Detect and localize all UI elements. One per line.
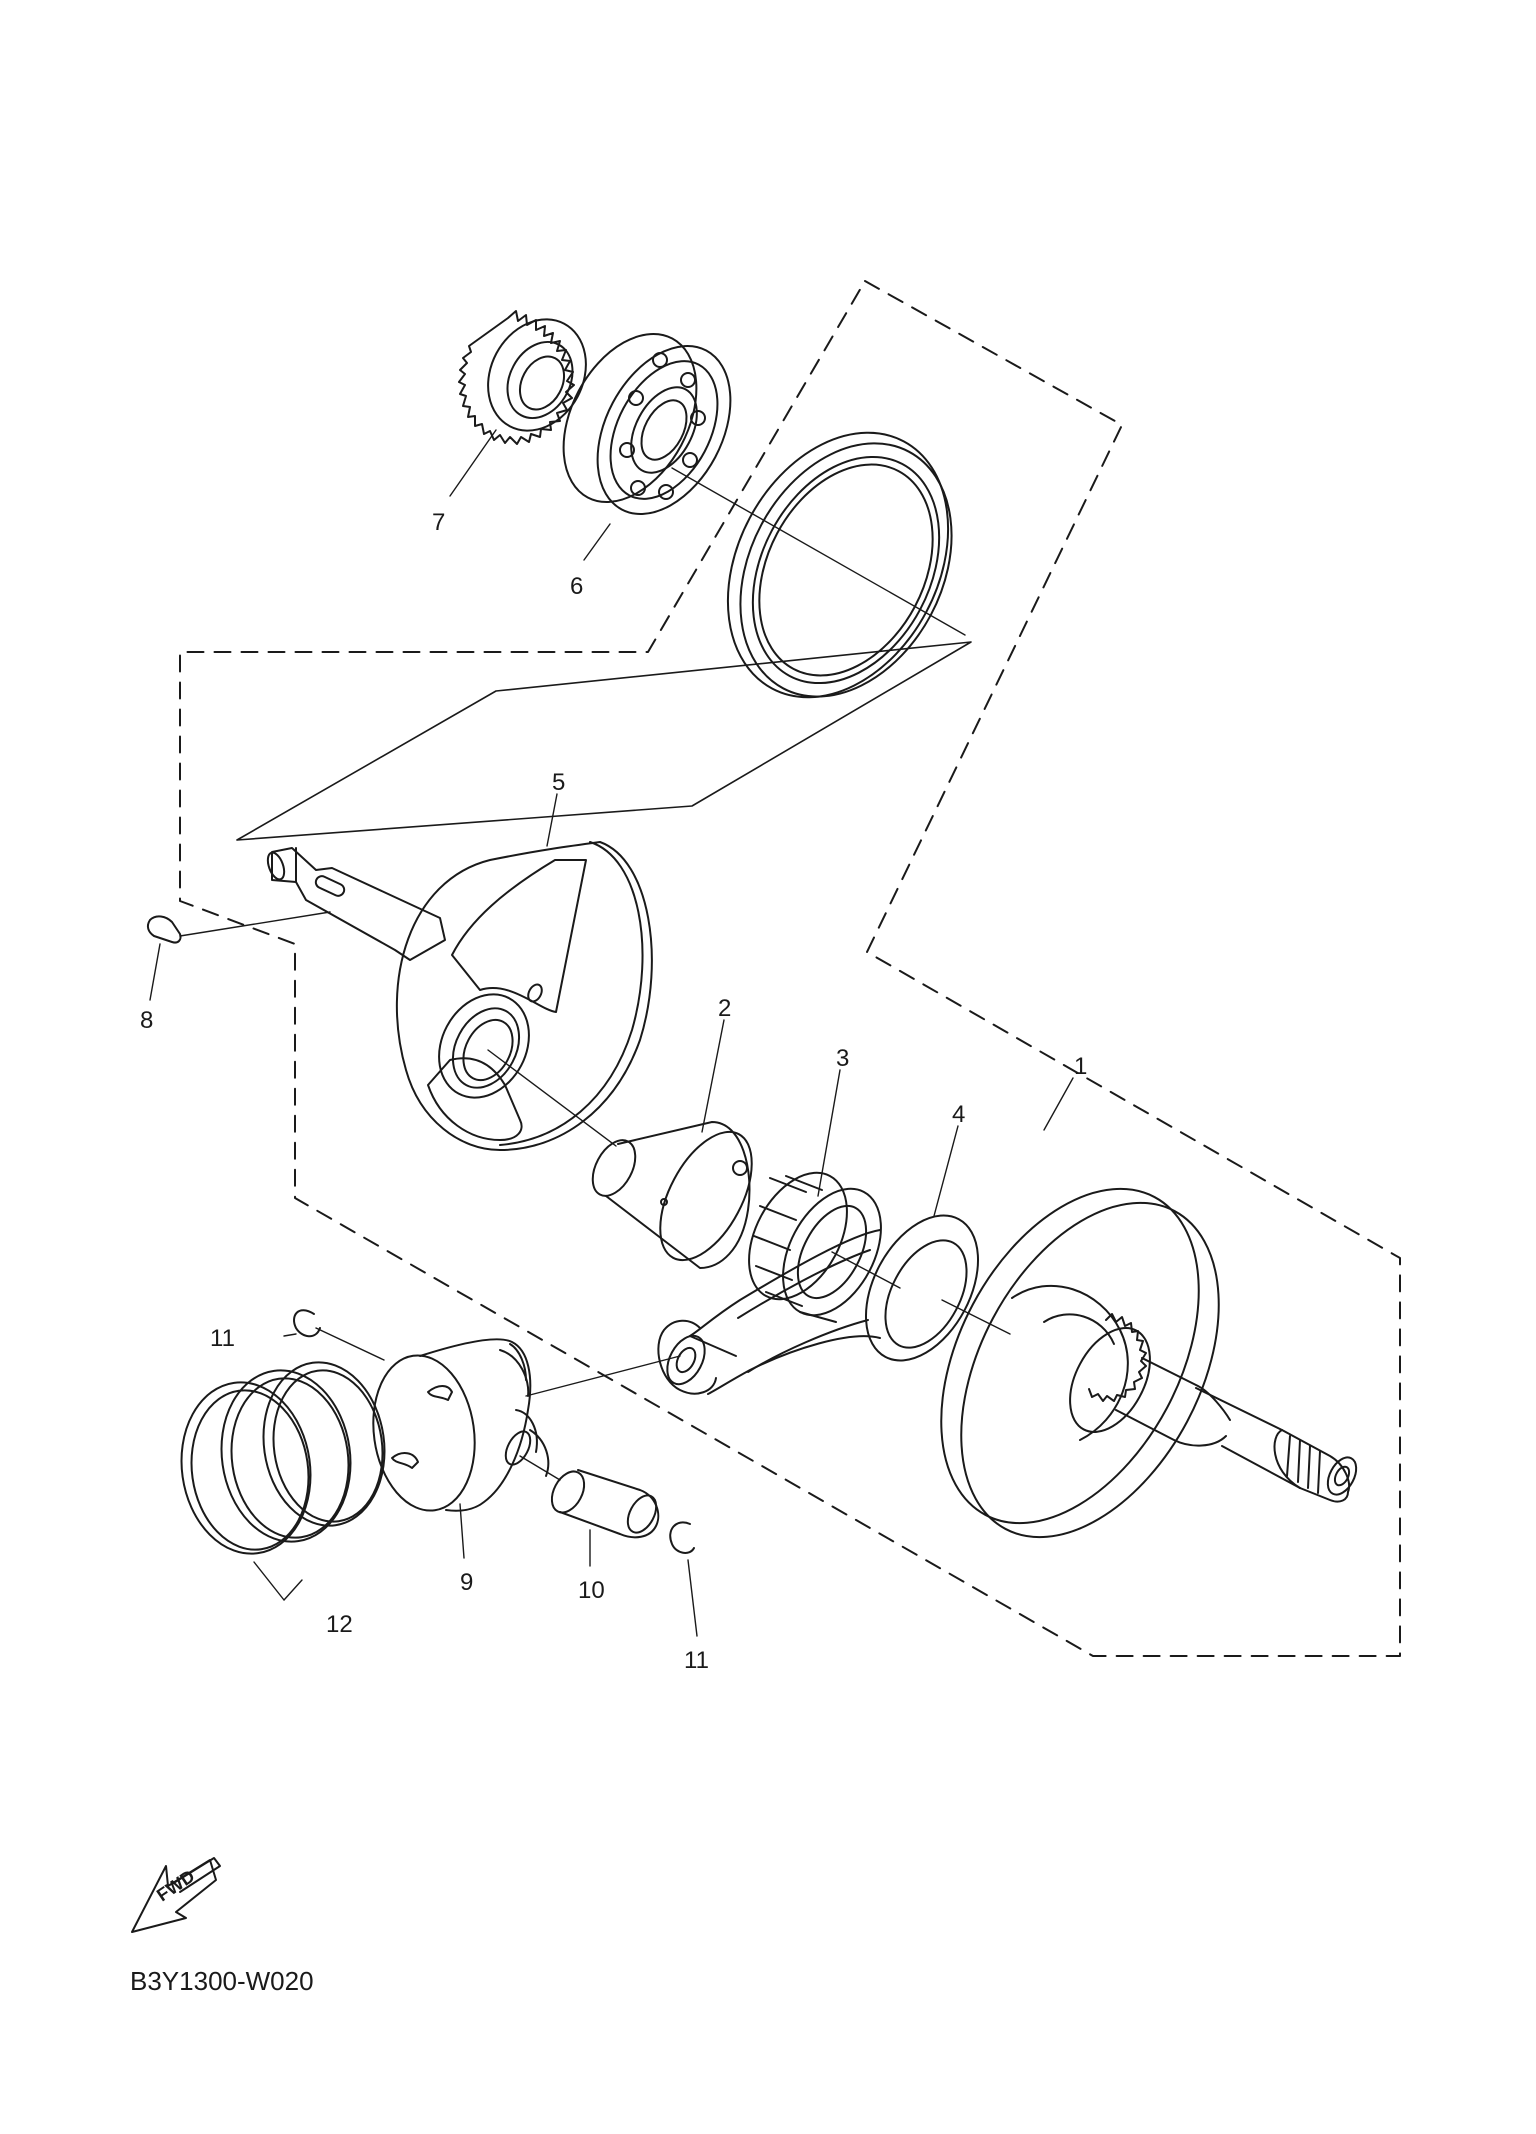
key-leader bbox=[179, 911, 331, 937]
assembly-boundary bbox=[179, 280, 1401, 1657]
woodruff-key bbox=[146, 915, 182, 944]
crankshaft-group-outline bbox=[236, 641, 972, 841]
callout-9: 9 bbox=[460, 1569, 473, 1596]
callout-labels: 1 2 3 4 5 6 7 8 9 10 11 11 12 bbox=[140, 509, 1087, 1674]
diagram-code: B3Y1300-W020 bbox=[130, 1966, 314, 1996]
drive-gear bbox=[458, 310, 587, 445]
callout-3: 3 bbox=[836, 1045, 849, 1072]
piston-ring-leader bbox=[315, 1327, 385, 1361]
bearing-axis-line bbox=[671, 467, 966, 636]
callout-2: 2 bbox=[718, 995, 731, 1022]
connecting-rod bbox=[657, 1214, 980, 1395]
callout-4: 4 bbox=[952, 1101, 965, 1128]
callout-6: 6 bbox=[570, 573, 583, 600]
callout-leaders bbox=[149, 429, 1074, 1637]
callout-8: 8 bbox=[140, 1007, 153, 1034]
piston bbox=[372, 1338, 550, 1512]
crank-pin bbox=[591, 1121, 753, 1269]
fwd-arrow-icon bbox=[131, 1857, 221, 1933]
crankshaft-left bbox=[266, 841, 653, 1151]
callout-11-top: 11 bbox=[210, 1325, 235, 1352]
rod-right-line bbox=[941, 1299, 1011, 1335]
callout-1: 1 bbox=[1074, 1053, 1087, 1080]
pin-axis-line bbox=[487, 1049, 617, 1147]
ball-bearing bbox=[562, 332, 732, 516]
pin-leader bbox=[519, 1455, 561, 1481]
callout-5: 5 bbox=[552, 769, 565, 796]
callout-7: 7 bbox=[432, 509, 445, 536]
piston-pin bbox=[550, 1469, 660, 1539]
piston-rings bbox=[180, 1361, 386, 1555]
crankshaft-right bbox=[940, 1187, 1358, 1539]
needle-bearing bbox=[748, 1171, 882, 1323]
rod-axis-line bbox=[831, 1251, 901, 1289]
callout-12: 12 bbox=[326, 1611, 353, 1638]
circlip-bottom bbox=[669, 1521, 695, 1554]
callout-10: 10 bbox=[578, 1577, 605, 1604]
piston-rod-leader bbox=[525, 1355, 681, 1397]
circlip-top bbox=[293, 1309, 321, 1338]
callout-11-bottom: 11 bbox=[684, 1647, 709, 1674]
